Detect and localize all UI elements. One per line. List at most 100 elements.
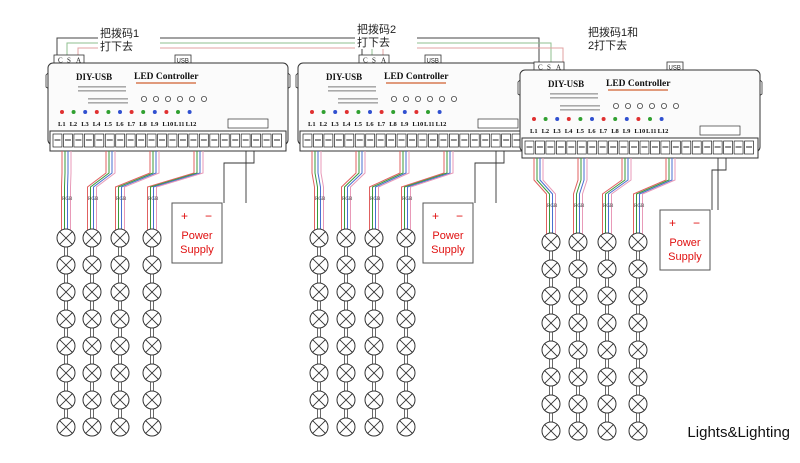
lamp-cross: [339, 393, 353, 407]
lamp-cross: [544, 262, 558, 276]
channel-indicator: [659, 117, 664, 121]
lamp-cross: [59, 393, 73, 407]
pin-label: A: [76, 57, 81, 65]
channel-indicator: [402, 110, 407, 114]
lamp-cross: [600, 235, 614, 249]
bus-label-line1: 把拨码1和: [588, 25, 638, 39]
lamp-cross: [399, 366, 413, 380]
cert-mark-icon: [613, 103, 620, 110]
led-string: [396, 228, 416, 437]
channel-indicator: [321, 110, 326, 114]
channel-wire: [344, 151, 360, 230]
channel-wire: [375, 151, 407, 230]
power-wire: [474, 151, 505, 203]
lamp-cross: [59, 339, 73, 353]
lamp-cross: [59, 231, 73, 245]
lamp-cross: [339, 339, 353, 353]
channel-label: L6: [588, 128, 596, 135]
channel-wire: [93, 151, 113, 230]
lamp-cross: [571, 370, 585, 384]
lamp-cross: [367, 258, 381, 272]
channel-indicator: [129, 110, 134, 114]
lamp-cross: [339, 231, 353, 245]
wire-tag: RGB: [634, 204, 645, 209]
lamp-cross: [312, 258, 326, 272]
lamp-cross: [312, 285, 326, 299]
spec-print: [88, 102, 128, 104]
lamp-cross: [600, 397, 614, 411]
lamp-cross: [399, 312, 413, 326]
lamp-cross: [312, 393, 326, 407]
channel-wire: [407, 151, 451, 230]
lamp-cross: [59, 285, 73, 299]
power-plus: +: [669, 216, 676, 230]
bus-label-line1: 把拨码2: [357, 22, 396, 36]
lamp-cross: [145, 258, 159, 272]
terminal-strip: [49, 130, 287, 152]
channel-indicator: [590, 117, 594, 121]
power-minus: −: [693, 216, 700, 230]
channel-wire: [573, 158, 579, 234]
channel-indicator: [118, 110, 122, 114]
channel-label: L2: [542, 128, 550, 135]
channel-indicator: [368, 110, 372, 114]
terminal-strip: [521, 137, 759, 159]
channel-wire: [150, 151, 198, 230]
spec-print: [78, 90, 126, 92]
channel-wire: [410, 151, 454, 230]
channel-wire: [350, 151, 366, 230]
cert-mark-icon: [164, 96, 171, 103]
lamp-cross: [85, 420, 99, 434]
channel-label: L9: [151, 121, 159, 128]
channel-label: L6: [116, 121, 124, 128]
led-string: [568, 232, 588, 441]
channel-wire: [64, 151, 66, 230]
channel-indicator: [71, 110, 76, 114]
power-supply-box: [171, 202, 223, 264]
power-label-line1: Power: [181, 230, 213, 242]
channel-wire: [115, 151, 151, 230]
brand-label: DIY-USB: [548, 79, 584, 89]
wire-tag: RGB: [547, 204, 558, 209]
spec-print: [560, 105, 600, 107]
wire-tag: RGB: [116, 197, 127, 202]
bus-label-bg: [586, 24, 648, 52]
bus-line: [56, 37, 540, 67]
lamp-cross: [367, 393, 381, 407]
channel-indicator: [636, 117, 641, 121]
cert-mark-icon: [625, 103, 632, 110]
lamp-cross: [145, 339, 159, 353]
channel-wire: [61, 151, 63, 230]
lamp-cross: [59, 366, 73, 380]
channel-wire: [642, 158, 676, 234]
lamp-cross: [631, 316, 645, 330]
channel-label: L12: [658, 128, 669, 135]
channel-indicator: [379, 110, 384, 114]
led-string: [142, 228, 162, 437]
channel-label: L2: [320, 121, 328, 128]
lamp-cross: [544, 424, 558, 438]
channel-wire: [147, 151, 195, 230]
channel-label: L3: [553, 128, 561, 135]
channel-indicator: [566, 117, 571, 121]
channel-label: L12: [436, 121, 447, 128]
cert-mark-icon: [426, 96, 433, 103]
bus-label-line2: 打下去: [357, 35, 390, 49]
power-label-line2: Supply: [668, 251, 702, 263]
power-label-line2: Supply: [180, 244, 214, 256]
power-terminal-label: [227, 118, 269, 129]
channel-wire: [70, 151, 72, 230]
channel-wire: [611, 158, 632, 234]
lamp-cross: [339, 258, 353, 272]
power-wire: [223, 151, 255, 203]
channel-indicator: [333, 110, 338, 114]
channel-label: L8: [139, 121, 147, 128]
channel-label: L7: [378, 121, 386, 128]
lamp-cross: [113, 285, 127, 299]
lamp-cross: [85, 231, 99, 245]
lamp-cross: [367, 231, 381, 245]
